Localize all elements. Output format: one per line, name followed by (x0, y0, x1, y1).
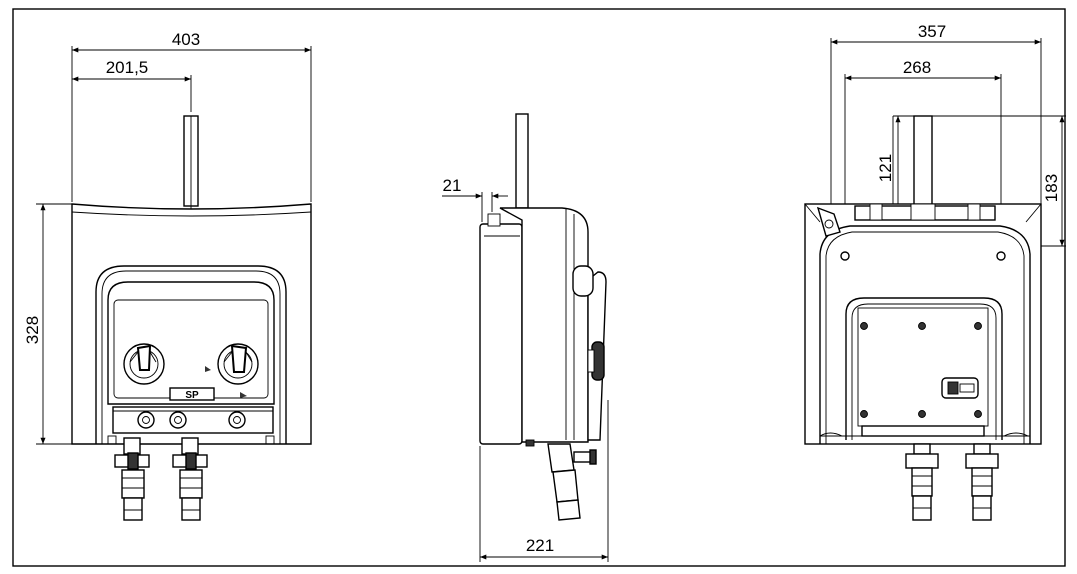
right-knob (205, 343, 259, 398)
panel-badge (169, 387, 215, 401)
rear-mount-spacing-label: 268 (903, 58, 931, 77)
rear-back-plate (845, 297, 1003, 440)
side-rear-shell (479, 223, 523, 445)
rear-outlet-height-label: 183 (1042, 174, 1061, 202)
left-knob (123, 343, 165, 385)
rear-width-label: 357 (918, 22, 946, 41)
side-valve (547, 443, 597, 521)
side-offset-label: 21 (443, 176, 462, 195)
control-window (95, 265, 287, 444)
mount-hole (996, 251, 1006, 261)
panel-badge-text: SP (185, 390, 199, 401)
side-depth-label: 221 (526, 536, 554, 555)
side-flue-pipe (515, 113, 529, 209)
front-height-label: 328 (23, 316, 42, 344)
connector-port (228, 411, 246, 429)
front-view: 403 201,5 328 (23, 30, 312, 521)
front-half-width-label: 201,5 (106, 58, 149, 77)
control-panel (107, 281, 275, 405)
rear-hook (816, 206, 841, 237)
rear-flue-pipe (913, 115, 933, 213)
inlet-valve (114, 437, 150, 521)
heater-body (71, 203, 312, 445)
rear-mount-height-label: 121 (876, 154, 895, 182)
mount-hole (840, 251, 850, 261)
outlet-valve (172, 437, 208, 521)
front-width-label: 403 (172, 30, 200, 49)
rear-outlet-valve (965, 443, 999, 521)
drawing-frame (12, 8, 1066, 567)
side-view: 21 221 (442, 113, 609, 562)
rear-inlet-valve (905, 443, 939, 521)
connector-port (169, 411, 187, 429)
connector-port (137, 411, 155, 429)
rear-view: 357 268 121 183 (804, 22, 1066, 521)
